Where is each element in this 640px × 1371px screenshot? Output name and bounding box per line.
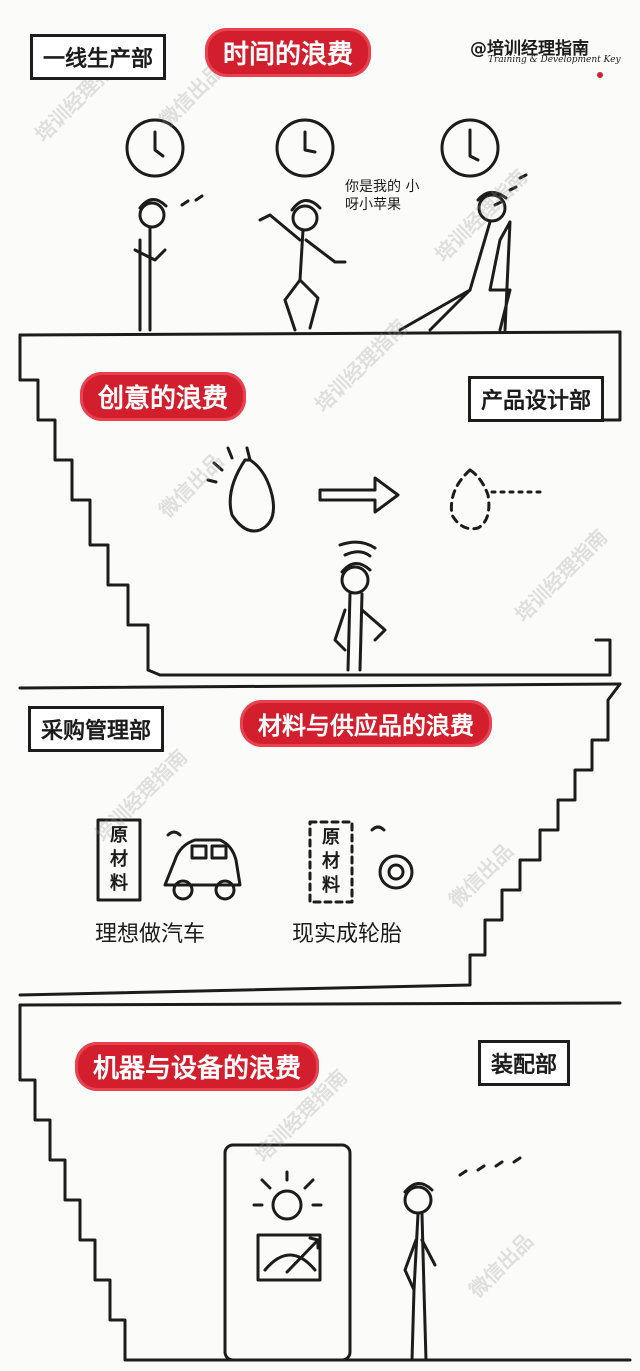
panel1-floor-line bbox=[18, 330, 622, 337]
clock-3 bbox=[440, 118, 500, 178]
caption-reality: 现实成轮胎 bbox=[292, 922, 403, 947]
speech-bubble: 你是我的 小呀小苹果 bbox=[345, 179, 420, 213]
banner-materials-waste: 材料与供应品的浪费 bbox=[240, 700, 492, 747]
car-body bbox=[163, 838, 242, 887]
material-box-2 bbox=[308, 820, 354, 904]
clock-1 bbox=[125, 118, 185, 178]
banner-time-waste: 时间的浪费 bbox=[205, 28, 372, 77]
machine bbox=[223, 1143, 352, 1362]
caption-ideal: 理想做汽车 bbox=[95, 922, 206, 947]
logo-subtitle: Training & Development Key bbox=[488, 55, 621, 65]
arrow bbox=[318, 476, 400, 514]
panel3-top-line bbox=[18, 682, 622, 690]
pear bbox=[228, 458, 275, 533]
dept-label-design: 产品设计部 bbox=[468, 376, 605, 422]
stairs-right-panel3 bbox=[18, 682, 622, 997]
material-box-1 bbox=[96, 818, 142, 902]
banner-creativity-waste: 创意的浪费 bbox=[80, 372, 247, 421]
panel4-top-line bbox=[18, 1001, 622, 1007]
logo-title: @培训经理指南 bbox=[470, 39, 589, 59]
stairs-left-panel4 bbox=[18, 1003, 632, 1362]
panel2-right-wall bbox=[598, 330, 622, 422]
clock-2 bbox=[275, 118, 335, 178]
tire bbox=[378, 854, 414, 890]
material-label-1: 原 材 料 bbox=[110, 825, 128, 894]
banner-machine-waste: 机器与设备的浪费 bbox=[75, 1042, 320, 1091]
stairs-left-panel2 bbox=[18, 333, 612, 677]
dept-label-procurement: 采购管理部 bbox=[28, 706, 165, 752]
pear-dashed bbox=[449, 468, 491, 531]
dept-label-production: 一线生产部 bbox=[30, 34, 167, 80]
dept-label-assembly: 装配部 bbox=[478, 1040, 571, 1086]
material-label-2: 原 材 料 bbox=[322, 827, 340, 896]
